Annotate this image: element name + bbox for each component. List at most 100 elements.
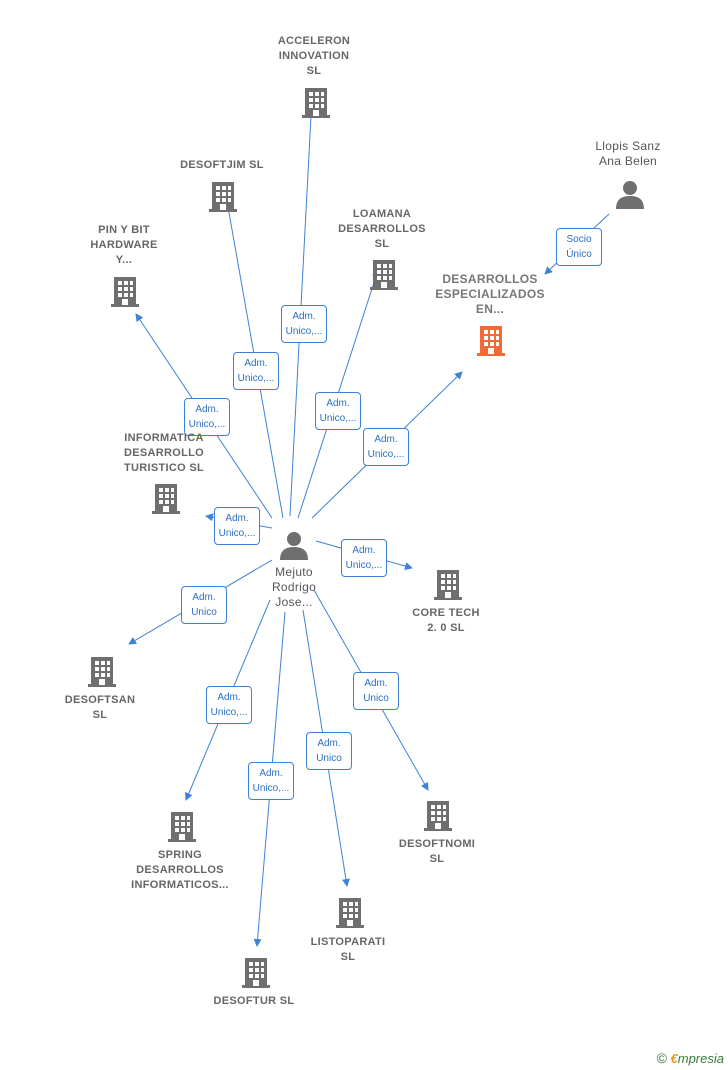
building-icon-desespecial[interactable]	[477, 326, 505, 356]
edge-label-line: Adm.	[317, 738, 341, 749]
node-label-desoftnomi[interactable]: DESOFTNOMI SL	[367, 837, 507, 867]
edge-label-line: Unico	[363, 693, 389, 704]
edge-label-line: Unico,...	[210, 707, 248, 718]
edge-label-line: Unico,...	[188, 419, 226, 430]
node-label-desoftur[interactable]: DESOFTUR SL	[184, 994, 324, 1009]
edge-label-line: Adm.	[217, 692, 241, 703]
node-label-loamana[interactable]: LOAMANA DESARROLLOS SL	[312, 207, 452, 252]
edge-label-line: Unico,...	[252, 783, 290, 794]
edge-label-line: Único	[566, 249, 592, 260]
edge-label-line: Unico	[191, 607, 217, 618]
node-label-line: HARDWARE	[90, 239, 158, 251]
node-label-line: DESOFTUR SL	[213, 995, 295, 1007]
edge-label-line: Unico	[316, 753, 342, 764]
edge-label-line: Adm.	[352, 545, 376, 556]
node-label-line: TURISTICO SL	[124, 462, 204, 474]
node-label-listoparati[interactable]: LISTOPARATI SL	[278, 935, 418, 965]
node-label-desoftsan[interactable]: DESOFTSAN SL	[30, 693, 170, 723]
building-icon-spring[interactable]	[168, 812, 196, 842]
node-label-line: Rodrigo	[271, 580, 317, 594]
edge-label-mejuto-desoftnomi[interactable]: Adm. Unico	[353, 672, 399, 710]
node-label-line: SL	[374, 238, 390, 250]
edge-label-mejuto-desoftsan[interactable]: Adm.Unico	[181, 586, 227, 624]
node-label-line: SL	[306, 65, 322, 77]
building-icon-desoftur[interactable]	[242, 958, 270, 988]
edge-label-mejuto-acceleron[interactable]: Adm. Unico,...	[281, 305, 327, 343]
node-label-line: DESOFTNOMI	[398, 838, 476, 850]
node-label-line: DESARROLLOS	[136, 864, 224, 876]
node-label-line: Ana Belen	[598, 154, 658, 168]
node-label-line: CORE TECH	[412, 607, 480, 619]
edge-label-line: Unico,...	[237, 373, 275, 384]
edge-label-line: Unico,...	[218, 528, 256, 539]
node-label-informatica[interactable]: INFORMATICA DESARROLLO TURISTICO SL	[94, 431, 234, 476]
brand-name: mpresia	[677, 1051, 724, 1066]
node-label-line: SL	[340, 951, 356, 963]
edge-label-line: Socio	[566, 234, 592, 245]
edge-label-line: Adm.	[195, 404, 219, 415]
node-label-line: Llopis Sanz	[595, 139, 661, 153]
edge-label-line: Adm.	[292, 311, 316, 322]
building-icon-desoftnomi[interactable]	[424, 801, 452, 831]
node-label-line: INFORMATICOS...	[131, 879, 229, 891]
node-label-line: 2. 0 SL	[427, 622, 465, 634]
edge-label-line: Adm.	[326, 398, 350, 409]
edge-label-mejuto-desoftjim[interactable]: Adm. Unico,...	[233, 352, 279, 390]
node-label-line: EN...	[475, 302, 505, 316]
person-icon-llopis[interactable]	[616, 181, 644, 209]
brand-initial: €	[670, 1051, 678, 1066]
edge-label-mejuto-desoftur[interactable]: Adm. Unico,...	[248, 762, 294, 800]
building-icon-pinybit[interactable]	[111, 277, 139, 307]
edge-label-line: Unico,...	[319, 413, 357, 424]
node-label-coretech[interactable]: CORE TECH 2. 0 SL	[376, 606, 516, 636]
node-label-line: DESOFTSAN	[64, 694, 136, 706]
node-label-line: SPRING	[158, 849, 202, 861]
building-icon-desoftjim[interactable]	[209, 182, 237, 212]
node-label-line: ESPECIALIZADOS	[435, 287, 545, 301]
edge-label-mejuto-desespecial[interactable]: Adm.Unico,...	[363, 428, 409, 466]
node-label-line: LOAMANA	[352, 208, 412, 220]
edge-label-mejuto-coretech[interactable]: Adm. Unico,...	[341, 539, 387, 577]
node-label-desoftjim[interactable]: DESOFTJIM SL	[152, 158, 292, 173]
edge-label-line: Unico,...	[345, 560, 383, 571]
edge-label-line: Unico,...	[285, 326, 323, 337]
building-icon-listoparati[interactable]	[336, 898, 364, 928]
edge-label-line: Unico,...	[367, 449, 405, 460]
node-label-line: ACCELERON	[277, 35, 351, 47]
edge-label-mejuto-informatica[interactable]: Adm.Unico,...	[214, 507, 260, 545]
node-label-line: SL	[429, 853, 445, 865]
building-icon-loamana[interactable]	[370, 260, 398, 290]
edge-label-line: Adm.	[364, 678, 388, 689]
edge-label-line: Adm.	[244, 358, 268, 369]
person-icon-mejuto[interactable]	[280, 532, 308, 560]
edge-label-mejuto-listoparati[interactable]: Adm. Unico	[306, 732, 352, 770]
edge-label-line: Adm.	[259, 768, 283, 779]
node-label-line: DESARROLLO	[124, 447, 204, 459]
building-icon-desoftsan[interactable]	[88, 657, 116, 687]
node-label-line: DESARROLLOS	[338, 223, 426, 235]
node-label-pinybit[interactable]: PIN Y BIT HARDWARE Y...	[54, 223, 194, 268]
node-label-line: SL	[92, 709, 108, 721]
node-label-line: Jose...	[275, 595, 313, 609]
node-label-acceleron[interactable]: ACCELERON INNOVATION SL	[244, 34, 384, 79]
node-label-line: INNOVATION	[278, 50, 350, 62]
node-label-line: INFORMATICA	[124, 432, 204, 444]
node-label-line: DESOFTJIM SL	[180, 159, 264, 171]
edge-label-mejuto-loamana[interactable]: Adm. Unico,...	[315, 392, 361, 430]
building-icon-acceleron[interactable]	[302, 88, 330, 118]
node-label-line: Y...	[115, 254, 133, 266]
edge-label-mejuto-pinybit[interactable]: Adm. Unico,...	[184, 398, 230, 436]
building-icon-coretech[interactable]	[434, 570, 462, 600]
node-label-spring[interactable]: SPRING DESARROLLOS INFORMATICOS...	[110, 848, 250, 893]
node-label-line: PIN Y BIT	[98, 224, 150, 236]
node-label-line: Mejuto	[275, 565, 313, 579]
node-label-line: DESARROLLOS	[442, 272, 538, 286]
empresia-logo: © €mpresia	[657, 1050, 724, 1066]
edge-label-mejuto-spring[interactable]: Adm. Unico,...	[206, 686, 252, 724]
building-icon-informatica[interactable]	[152, 484, 180, 514]
node-label-line: LISTOPARATI	[310, 936, 386, 948]
